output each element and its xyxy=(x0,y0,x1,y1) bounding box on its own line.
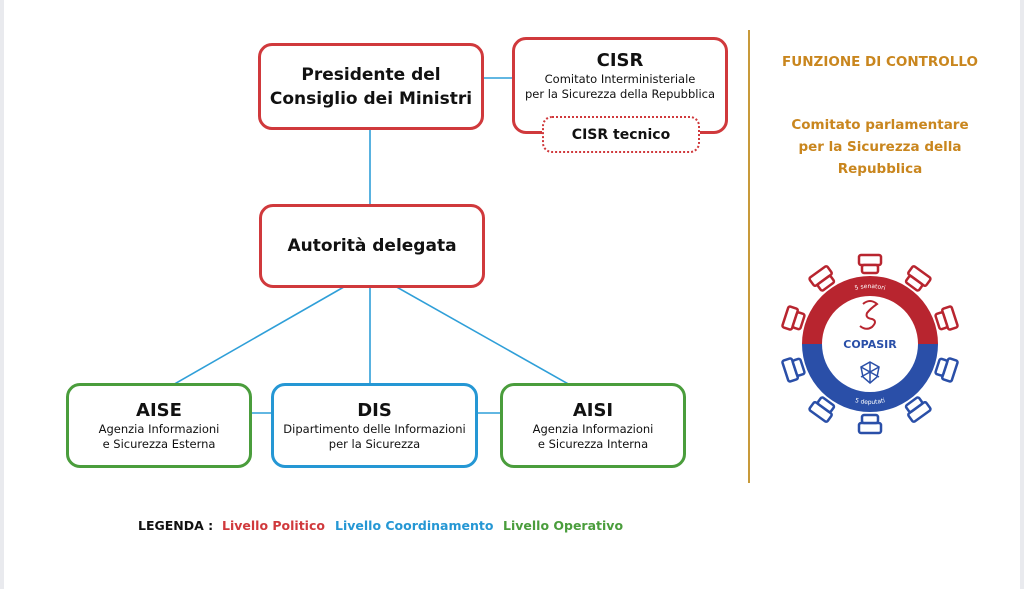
autorita-label: Autorità delegata xyxy=(287,236,457,256)
committee-line2: per la Sicurezza della xyxy=(798,139,962,155)
control-divider xyxy=(748,30,750,483)
node-aise: AISE Agenzia Informazioni e Sicurezza Es… xyxy=(66,383,252,468)
seat-icon xyxy=(781,305,806,331)
aise-line1: Agenzia Informazioni xyxy=(98,421,220,436)
connector-autorita-aise xyxy=(163,271,371,391)
legend-political: Livello Politico xyxy=(222,518,325,533)
legend-coordination: Livello Coordinamento xyxy=(335,518,494,533)
seat-icon xyxy=(904,396,932,423)
node-autorita-delegata: Autorità delegata xyxy=(259,204,485,288)
seat-icon xyxy=(857,253,883,275)
node-presidente: Presidente del Consiglio dei Ministri xyxy=(258,43,484,130)
org-chart-page: Presidente del Consiglio dei Ministri CI… xyxy=(4,0,1020,589)
legend-operational: Livello Operativo xyxy=(503,518,624,533)
seat-icon xyxy=(934,357,959,383)
node-dis: DIS Dipartimento delle Informazioni per … xyxy=(271,383,478,468)
copasir-seating-graphic: 5 senatori 5 deputati COPASIR xyxy=(781,253,959,435)
senate-ring xyxy=(802,276,938,344)
dis-line2: per la Sicurezza xyxy=(328,436,421,451)
aise-title: AISE xyxy=(136,399,182,421)
cisr-line1: Comitato Interministeriale xyxy=(544,72,696,86)
committee-line3: Repubblica xyxy=(837,161,923,177)
dis-title: DIS xyxy=(357,399,392,421)
connector-autorita-aisi xyxy=(369,271,587,395)
legend-title: LEGENDA : xyxy=(138,518,214,533)
seat-icon xyxy=(808,396,836,423)
aise-line2: e Sicurezza Esterna xyxy=(102,436,216,451)
copasir-label: COPASIR xyxy=(843,338,897,351)
dis-line1: Dipartimento delle Informazioni xyxy=(283,421,466,436)
seat-icon xyxy=(934,305,959,331)
chamber-emblem-icon xyxy=(860,361,880,384)
node-cisr-tecnico: CISR tecnico xyxy=(542,116,700,153)
seat-icon xyxy=(904,265,932,292)
bottom-arc-label: 5 deputati xyxy=(854,397,886,406)
svg-text:5 deputati: 5 deputati xyxy=(854,397,886,406)
svg-text:5 senatori: 5 senatori xyxy=(854,283,887,292)
seat-icon xyxy=(781,357,806,383)
committee-line1: Comitato parlamentare xyxy=(791,117,969,133)
chamber-ring xyxy=(802,344,938,412)
seat-icon xyxy=(857,413,883,435)
aisi-line2: e Sicurezza Interna xyxy=(537,436,649,451)
top-arc-label: 5 senatori xyxy=(854,283,887,292)
senate-emblem-icon xyxy=(859,300,879,330)
control-committee: Comitato parlamentare per la Sicurezza d… xyxy=(764,114,996,180)
cisr-title: CISR xyxy=(596,50,644,71)
control-heading: FUNZIONE DI CONTROLLO xyxy=(782,54,978,70)
cisr-line2: per la Sicurezza della Repubblica xyxy=(524,87,716,101)
seat-icon xyxy=(808,265,836,292)
presidente-line2: Consiglio dei Ministri xyxy=(269,88,473,109)
aisi-title: AISI xyxy=(572,399,614,421)
presidente-line1: Presidente del xyxy=(301,64,441,85)
aisi-line1: Agenzia Informazioni xyxy=(532,421,654,436)
node-aisi: AISI Agenzia Informazioni e Sicurezza In… xyxy=(500,383,686,468)
